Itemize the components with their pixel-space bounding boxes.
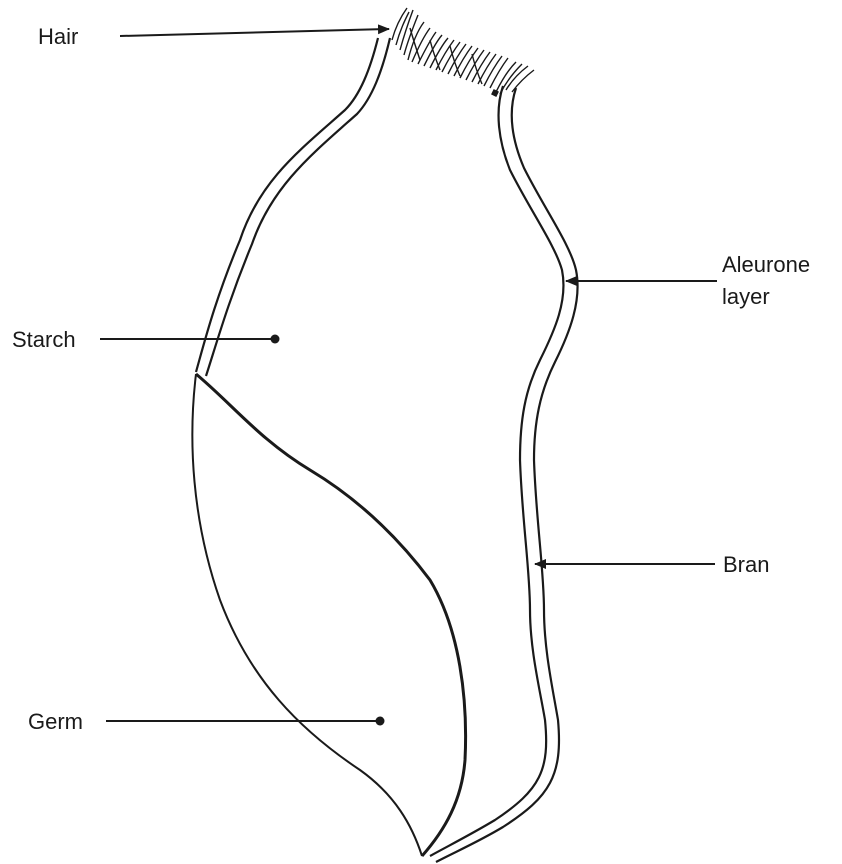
aleurone-label-line1: Aleurone xyxy=(722,252,810,277)
starch-label: Starch xyxy=(12,327,76,352)
bran-label: Bran xyxy=(723,552,769,577)
hair-label: Hair xyxy=(38,24,78,49)
germ-outline xyxy=(192,374,465,856)
hair-leader-arrow xyxy=(120,29,389,36)
aleurone-label-line2: layer xyxy=(722,284,770,309)
hair-tuft xyxy=(392,8,534,96)
germ-label: Germ xyxy=(28,709,83,734)
bran-left-wall xyxy=(196,38,390,376)
bran-right-wall xyxy=(430,86,578,862)
